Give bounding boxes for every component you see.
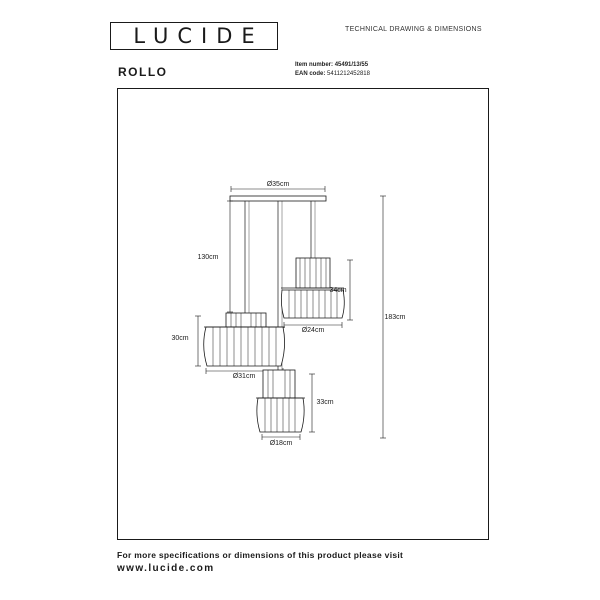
website-link[interactable]: www.lucide.com — [117, 563, 215, 574]
small-shade-height-label: 33cm — [316, 399, 333, 406]
medium-shade — [280, 257, 345, 319]
ean-label: EAN code: — [295, 71, 326, 77]
ceiling-canopy — [229, 195, 327, 202]
medium-shade-height-label: 34cm — [329, 287, 346, 294]
product-name: ROLLO — [118, 65, 168, 79]
brand-logo: LUCIDE — [110, 22, 278, 50]
canopy-diameter-label: Ø35cm — [267, 181, 290, 188]
footer-text: For more specifications or dimensions of… — [117, 550, 404, 560]
medium-shade-diameter-label: Ø24cm — [302, 327, 325, 334]
item-number-value: 45491/13/55 — [334, 62, 369, 68]
small-shade-diameter-label: Ø18cm — [270, 440, 293, 447]
large-shade-height-label: 30cm — [171, 335, 188, 342]
brand-logo-text: LUCIDE — [133, 24, 264, 48]
large-shade-diameter-label: Ø31cm — [233, 373, 256, 380]
large-shade — [203, 312, 285, 367]
ean-value: 5411212452818 — [327, 71, 370, 77]
document-type: TECHNICAL DRAWING & DIMENSIONS — [345, 26, 482, 33]
drawing-frame — [117, 88, 489, 540]
item-number-label: Item number: — [295, 62, 334, 68]
small-shade — [256, 369, 305, 433]
cable-length-label: 130cm — [197, 254, 218, 261]
item-number: Item number: 45491/13/55 — [295, 62, 368, 68]
ean-code: EAN code: 5411212452818 — [295, 71, 370, 77]
total-height-label: 183cm — [384, 314, 405, 321]
